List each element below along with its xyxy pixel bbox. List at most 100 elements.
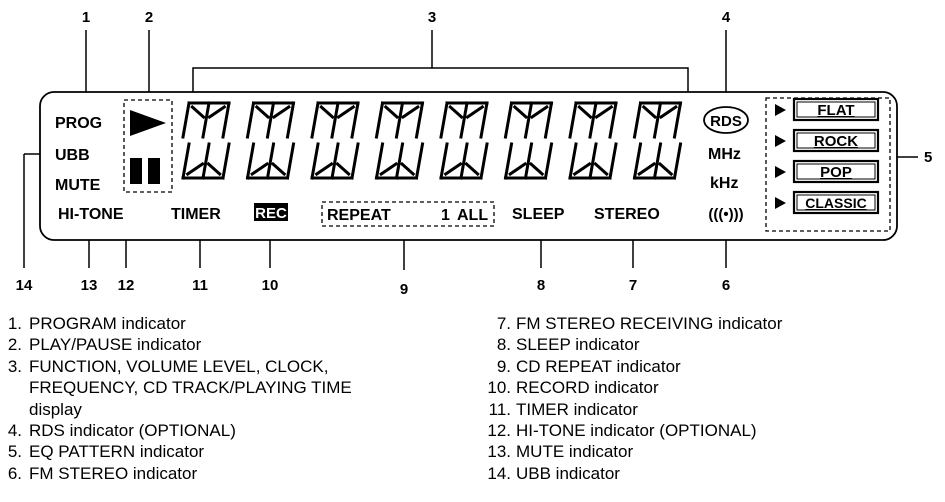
legend-text: PLAY/PAUSE indicator — [29, 335, 202, 355]
segment-stroke — [459, 142, 469, 180]
segment-digits — [181, 101, 683, 180]
repeat-group-frame — [321, 201, 495, 227]
eq-pattern-rock: ROCK — [775, 128, 880, 153]
legend-item: 11.TIMER indicator — [483, 399, 782, 420]
segment-stroke — [350, 101, 360, 139]
legend-number: 5. — [7, 442, 22, 462]
repeat-all-label: ALL — [457, 207, 488, 224]
segment-stroke — [593, 161, 609, 177]
legend-text: CD REPEAT indicator — [516, 356, 681, 376]
segment-digit — [374, 142, 425, 180]
segment-digit — [503, 101, 554, 139]
segment-stroke — [512, 104, 529, 120]
legend-text: RDS indicator (OPTIONAL) — [29, 421, 236, 441]
callout-1: 1 — [82, 9, 90, 26]
eq-pattern-box — [792, 190, 880, 215]
segment-stroke — [508, 161, 528, 177]
callout-9: 9 — [400, 281, 408, 298]
segment-stroke — [658, 104, 678, 120]
segment-stroke — [608, 101, 618, 139]
arrow-right-icon — [775, 135, 786, 147]
eq-pattern-flat: FLAT — [775, 97, 880, 122]
legend-number: 4. — [7, 421, 22, 441]
segment-stroke — [181, 101, 191, 139]
segment-stroke — [632, 142, 643, 180]
segment-stroke — [577, 104, 593, 120]
legend-item: 4. RDS indicator (OPTIONAL) — [0, 420, 352, 441]
segment-stroke — [310, 142, 320, 180]
segment-stroke — [201, 101, 211, 139]
legend-text: TIMER indicator — [516, 399, 638, 419]
segment-stroke — [459, 101, 469, 139]
legend-item: 8.SLEEP indicator — [483, 334, 782, 355]
segment-digit — [374, 101, 425, 139]
legend-number: 2. — [7, 335, 22, 355]
eq-pattern-box-inner — [796, 194, 876, 211]
legend-item: FREQUENCY, CD TRACK/PLAYING TIME — [0, 377, 352, 398]
segment-stroke — [314, 161, 334, 177]
legend-item: 7. FM STEREO RECEIVING indicator — [483, 313, 783, 334]
callout-7: 7 — [629, 277, 637, 294]
rds-badge — [703, 106, 749, 134]
legend-item: 13.MUTE indicator — [483, 441, 782, 462]
segment-stroke — [572, 161, 592, 177]
legend-number: 13. — [487, 442, 511, 462]
rec-badge — [254, 203, 288, 221]
prog-label: PROG — [55, 115, 102, 132]
legend-text: SLEEP indicator — [516, 335, 640, 355]
segment-stroke — [254, 104, 271, 120]
eq-pattern-box — [792, 159, 880, 184]
arrow-right-icon — [775, 166, 786, 178]
eq-pattern-box-inner — [796, 101, 876, 118]
legend-text: FM STEREO indicator — [29, 463, 198, 483]
segment-stroke — [245, 101, 256, 139]
legend-text: FUNCTION, VOLUME LEVEL, CLOCK, — [29, 356, 329, 376]
segment-stroke — [523, 142, 534, 180]
legend-text: FM STEREO RECEIVING indicator — [516, 314, 783, 333]
segment-stroke — [608, 142, 618, 180]
play-icon — [130, 110, 166, 136]
segment-stroke — [465, 104, 485, 120]
segment-digit — [245, 101, 296, 139]
legend-text: FREQUENCY, CD TRACK/PLAYING TIME — [29, 378, 352, 398]
legend-text: HI-TONE indicator (OPTIONAL) — [516, 421, 757, 441]
segment-stroke — [201, 142, 211, 180]
segment-digit — [439, 101, 489, 139]
segment-stroke — [479, 101, 489, 139]
eq-pattern-box — [792, 128, 880, 153]
legend-item: 9.CD REPEAT indicator — [483, 356, 782, 377]
segment-stroke — [414, 142, 425, 180]
ubb-label: UBB — [55, 147, 90, 164]
fm-stereo-icon: (((•))) — [708, 206, 743, 223]
segment-stroke — [379, 161, 399, 177]
segment-stroke — [185, 161, 205, 177]
segment-digit — [181, 101, 231, 139]
segment-stroke — [672, 142, 683, 180]
khz-label: kHz — [710, 175, 738, 192]
callout-12: 12 — [118, 277, 135, 294]
segment-stroke — [503, 101, 514, 139]
legend-number: 3. — [7, 356, 22, 376]
legend-item: 6.FM STEREO indicator — [0, 463, 352, 484]
segment-stroke — [336, 104, 356, 120]
legend-text: MUTE indicator — [516, 442, 634, 462]
segment-stroke — [568, 101, 578, 139]
segment-stroke — [448, 104, 464, 120]
segment-stroke — [319, 104, 335, 120]
callout-5: 5 — [924, 149, 932, 166]
segment-stroke — [543, 101, 554, 139]
legend-number: 7. — [496, 314, 511, 333]
segment-stroke — [221, 142, 231, 180]
segment-stroke — [285, 101, 296, 139]
eq-pattern-classic: CLASSIC — [775, 190, 880, 215]
play-pause-group-frame — [123, 99, 173, 193]
eq-pattern-box-inner — [796, 163, 876, 180]
legend-item: 5.EQ PATTERN indicator — [0, 441, 352, 462]
callout-8: 8 — [537, 277, 545, 294]
segment-stroke — [439, 142, 449, 180]
legend-item: 1.PROGRAM indicator — [0, 313, 352, 334]
callout-11: 11 — [192, 277, 208, 294]
segment-stroke — [588, 142, 598, 180]
eq-pattern-label: FLAT — [817, 102, 854, 119]
hi-tone-label: HI-TONE — [58, 206, 124, 223]
